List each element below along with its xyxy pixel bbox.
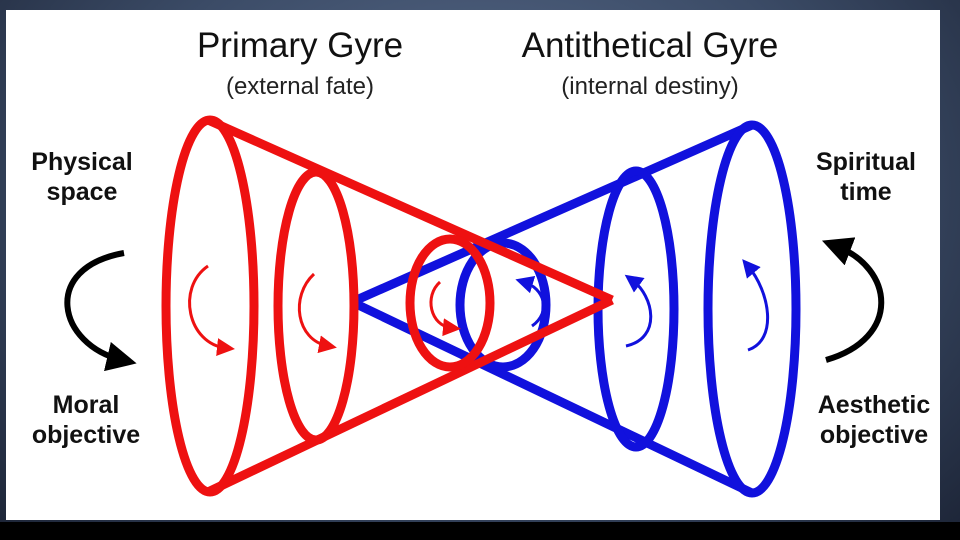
label-spiritual-time-line1: Spiritual — [816, 148, 916, 176]
left-curved-arrow-icon — [64, 250, 137, 372]
primary-gyre-subtitle: (external fate) — [226, 73, 374, 100]
label-moral-objective-line1: Moral — [53, 391, 120, 419]
antithetical-gyre-cone — [350, 120, 801, 498]
primary-inner-ring — [405, 234, 495, 372]
label-physical-space-line2: space — [47, 178, 118, 206]
label-aesthetic-objective-line2: objective — [820, 421, 928, 449]
antithetical-gyre-title: Antithetical Gyre — [522, 26, 779, 65]
blue-rotation-arrow-outer-icon — [742, 259, 770, 352]
antithetical-outer-ring — [703, 120, 801, 498]
red-rotation-arrow-middle-icon — [297, 272, 337, 354]
red-rotation-arrow-outer-icon — [188, 264, 235, 356]
antithetical-gyre-subtitle: (internal destiny) — [561, 73, 738, 100]
primary-cone-top-edge — [206, 115, 614, 305]
bottom-bar — [0, 522, 960, 540]
antithetical-middle-ring — [593, 166, 679, 452]
right-curved-arrow-icon — [821, 237, 885, 363]
blue-rotation-arrow-middle-icon — [624, 274, 653, 348]
primary-gyre-title: Primary Gyre — [197, 26, 403, 65]
antithetical-inner-ring — [455, 238, 551, 372]
label-spiritual-time-line2: time — [840, 178, 892, 206]
primary-gyre-cone — [161, 115, 614, 497]
primary-cone-bottom-edge — [206, 295, 614, 497]
label-aesthetic-objective-line1: Aesthetic — [818, 391, 931, 419]
blue-rotation-arrow-inner-icon — [515, 275, 545, 328]
label-physical-space-line1: Physical — [31, 148, 132, 176]
primary-outer-ring — [161, 115, 259, 497]
primary-middle-ring — [273, 167, 359, 445]
label-moral-objective-line2: objective — [32, 421, 140, 449]
red-rotation-arrow-inner-icon — [429, 280, 461, 337]
